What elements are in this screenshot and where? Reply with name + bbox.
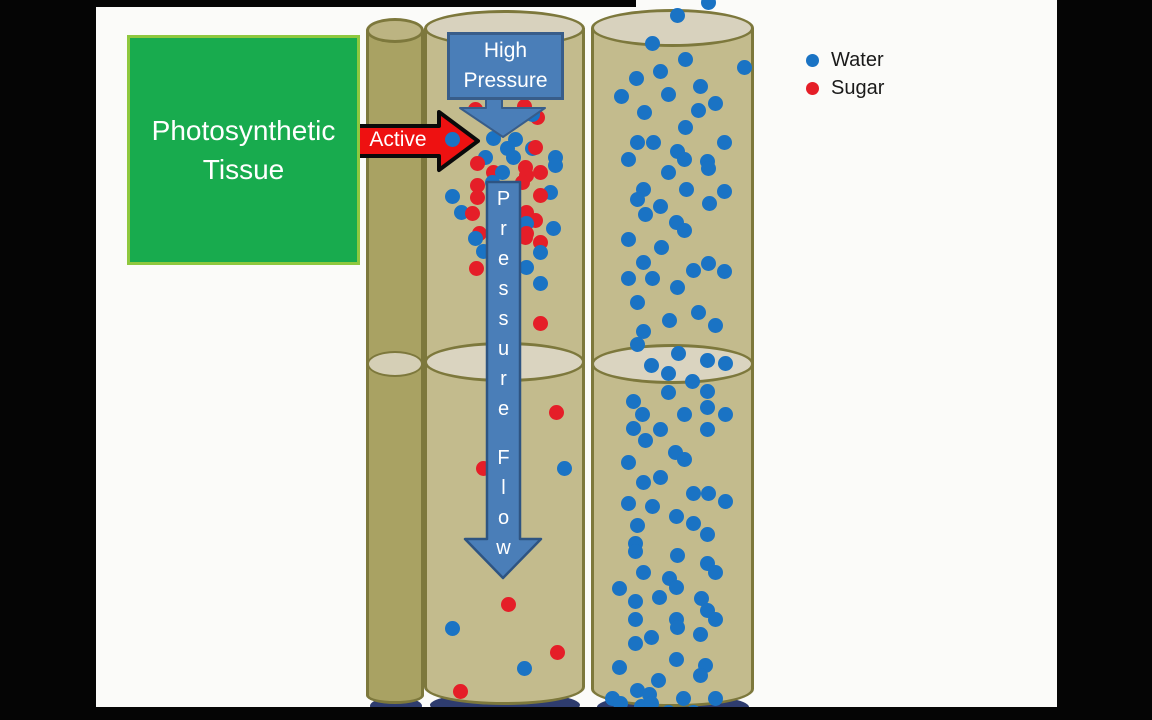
- photosynthetic-tissue-line2: Tissue: [202, 154, 285, 185]
- active-transport-arrow: [350, 110, 480, 172]
- active-transport-label: Active: [369, 128, 427, 151]
- legend-label-sugar: Sugar: [831, 76, 885, 99]
- legend: Water Sugar: [806, 46, 946, 102]
- legend-item-water: Water: [806, 46, 946, 74]
- photosynthetic-tissue-line1: Photosynthetic: [151, 115, 336, 146]
- letterbox-bar-left: [0, 0, 96, 720]
- high-pressure-label-line1: High: [483, 39, 528, 62]
- left-tube-top-ellipse: [366, 18, 424, 43]
- photosynthetic-tissue-box: Photosynthetic Tissue: [127, 35, 360, 265]
- high-pressure-callout: High Pressure: [447, 32, 564, 100]
- letterbox-bar-bottom: [0, 707, 1152, 720]
- water-dot-icon: [806, 53, 819, 67]
- high-pressure-callout-pointer: [459, 98, 546, 138]
- legend-item-sugar: Sugar: [806, 74, 946, 102]
- letterbox-bar-top: [0, 0, 636, 7]
- left-tube-seam-ellipse: [367, 351, 423, 377]
- letterbox-bar-right: [1057, 0, 1152, 720]
- high-pressure-label-line2: Pressure: [463, 69, 548, 92]
- legend-label-water: Water: [831, 48, 884, 71]
- sugar-dot-icon: [806, 81, 819, 95]
